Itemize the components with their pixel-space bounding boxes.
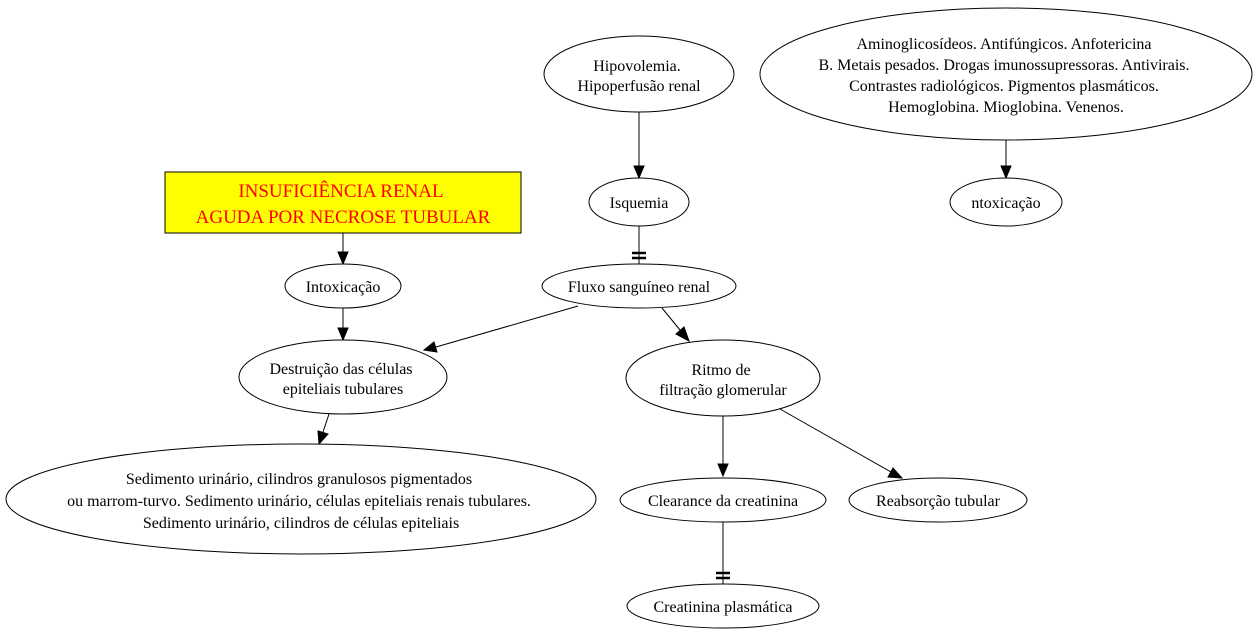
isquemia-label: Isquemia	[610, 195, 669, 212]
title-line-2: AGUDA POR NECROSE TUBULAR	[196, 207, 491, 228]
agentes-line-2: B. Metais pesados. Drogas imunossupresso…	[818, 57, 1189, 74]
node-ntoxicacao: ntoxicação	[949, 177, 1063, 227]
node-ritmo: Ritmo de filtração glomerular	[625, 339, 821, 417]
svg-text:Intoxicação: Intoxicação	[306, 279, 381, 296]
node-title: INSUFICIÊNCIA RENAL AGUDA POR NECROSE TU…	[164, 171, 522, 234]
edge-clearance-creatinina	[716, 522, 730, 584]
creatinina-label: Creatinina plasmática	[653, 599, 792, 616]
nodes: INSUFICIÊNCIA RENAL AGUDA POR NECROSE TU…	[5, 7, 1253, 629]
sedimento-line-2: ou marrom-turvo. Sedimento urinário, cél…	[67, 493, 531, 510]
clearance-label: Clearance da creatinina	[648, 493, 798, 510]
svg-text:Destruição das células: Destruição das células epiteliais tubula…	[269, 361, 416, 398]
node-fluxo: Fluxo sanguíneo renal	[541, 263, 737, 309]
agentes-line-1: Aminoglicosídeos. Antifúngicos. Anfoteri…	[856, 36, 1151, 53]
node-sedimento: Sedimento urinário, cilindros granulosos…	[5, 443, 597, 555]
svg-text:Sedimento urinário, cilindros: Sedimento urinário, cilindros granulosos…	[67, 471, 535, 532]
edge-hipovolemia-isquemia	[633, 112, 645, 180]
svg-text:ntoxicação: ntoxicação	[971, 195, 1040, 212]
svg-text:INSUFICIÊNCIA RENAL AG: INSUFICIÊNCIA RENAL AGUDA POR NECROSE TU…	[196, 180, 491, 228]
node-intoxicacao: Intoxicação	[284, 263, 402, 309]
svg-text:Clearance da creatinina: Clearance da creatinina	[648, 493, 798, 510]
edge-ritmo-reabsorcao	[779, 408, 904, 479]
hipovolemia-line-1: Hipovolemia.	[593, 58, 681, 75]
hipovolemia-line-2: Hipoperfusão renal	[577, 78, 701, 95]
svg-text:Reabsorção tubular: Reabsorção tubular	[876, 493, 1001, 510]
edge-fluxo-ritmo	[661, 307, 690, 343]
intoxicacao-label: Intoxicação	[306, 279, 381, 296]
fluxo-label: Fluxo sanguíneo renal	[568, 279, 711, 296]
edge-ritmo-clearance	[717, 416, 729, 478]
node-clearance: Clearance da creatinina	[619, 477, 827, 523]
edge-intoxicacao-destruicao	[337, 308, 349, 342]
ritmo-line-1: Ritmo de	[691, 362, 750, 379]
sedimento-line-1: Sedimento urinário, cilindros granulosos…	[126, 471, 472, 488]
svg-text:Creatinina plasmática: Creatinina plasmática	[653, 599, 792, 616]
edge-agentes-ntoxicacao	[1000, 140, 1012, 180]
agentes-line-4: Hemoglobina. Mioglobina. Venenos.	[888, 99, 1124, 116]
svg-text:Aminoglicosídeos. Antifúngicos: Aminoglicosídeos. Antifúngicos. Anfoteri…	[818, 36, 1193, 116]
node-hipovolemia: Hipovolemia. Hipoperfusão renal	[543, 35, 735, 113]
edges	[317, 112, 1012, 584]
edge-destruicao-sedimento	[317, 413, 330, 446]
edge-fluxo-destruicao	[422, 305, 579, 353]
title-line-1: INSUFICIÊNCIA RENAL	[238, 180, 443, 202]
node-reabsorcao: Reabsorção tubular	[848, 477, 1028, 523]
edge-title-intoxicacao	[337, 233, 349, 266]
destruicao-line-1: Destruição das células	[269, 361, 412, 378]
ritmo-line-2: filtração glomerular	[659, 382, 787, 399]
node-isquemia: Isquemia	[588, 177, 690, 227]
node-agentes: Aminoglicosídeos. Antifúngicos. Anfoteri…	[759, 7, 1253, 141]
svg-text:Fluxo sanguíneo renal: Fluxo sanguíneo renal	[568, 279, 711, 296]
svg-text:Hipovolemia. Hipoperfu: Hipovolemia. Hipoperfusão renal	[577, 58, 701, 95]
agentes-line-3: Contrastes radiológicos. Pigmentos plasm…	[849, 78, 1159, 95]
node-creatinina: Creatinina plasmática	[626, 583, 820, 629]
ntoxicacao-label: ntoxicação	[971, 195, 1040, 212]
reabsorcao-label: Reabsorção tubular	[876, 493, 1001, 510]
sedimento-line-3: Sedimento urinário, cilindros de células…	[143, 515, 459, 532]
destruicao-line-2: epiteliais tubulares	[283, 381, 403, 398]
edge-isquemia-fluxo	[632, 226, 646, 266]
node-destruicao: Destruição das células epiteliais tubula…	[238, 339, 448, 415]
svg-text:Ritmo de filtração glo: Ritmo de filtração glomerular	[659, 362, 787, 399]
svg-text:Isquemia: Isquemia	[610, 195, 669, 212]
